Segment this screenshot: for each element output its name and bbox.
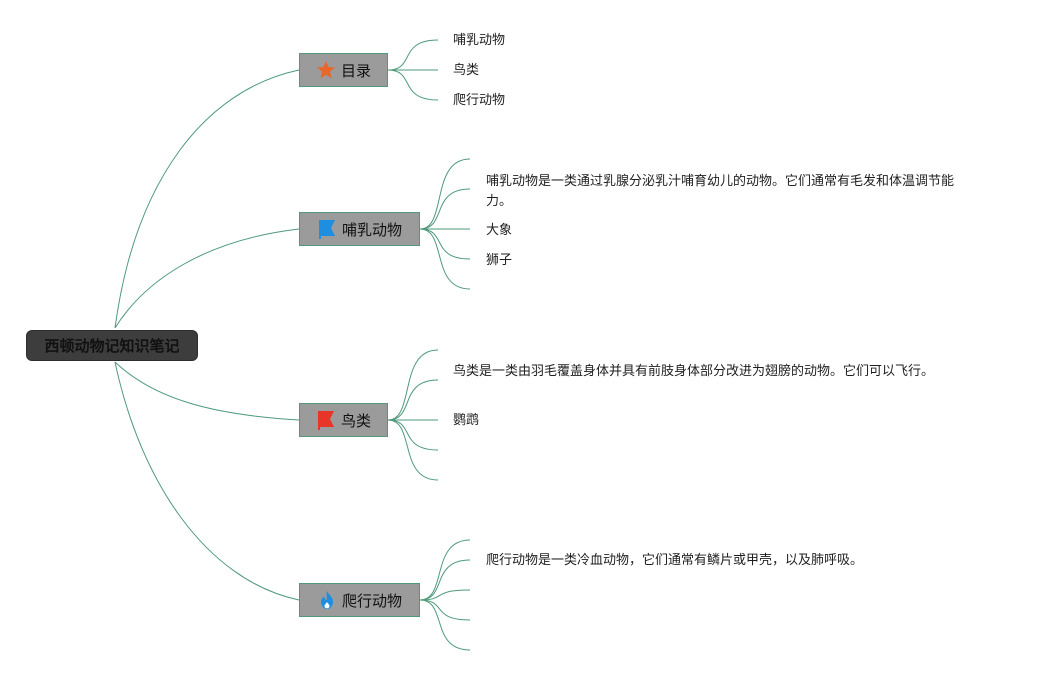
leaf-catalog-mammals[interactable]: 哺乳动物 <box>453 33 506 48</box>
leaf-mammals-elephant[interactable]: 大象 <box>486 223 513 238</box>
leaf-reptiles-description[interactable]: 爬行动物是一类冷血动物，它们通常有鳞片或甲壳，以及肺呼吸。 <box>486 553 864 568</box>
branch-catalog[interactable]: 目录 <box>299 53 388 87</box>
leaf-birds-description[interactable]: 鸟类是一类由羽毛覆盖身体并具有前肢身体部分改进为翅膀的动物。它们可以飞行。 <box>453 364 935 379</box>
leaf-link-birds-0 <box>387 349 439 421</box>
branch-mammals[interactable]: 哺乳动物 <box>299 212 420 246</box>
leaf-link-reptiles-3 <box>419 599 471 621</box>
branch-label: 爬行动物 <box>341 591 402 610</box>
leaf-link-mammals-0 <box>419 158 471 230</box>
root-link-reptiles <box>114 361 300 601</box>
leaf-link-catalog-0 <box>387 39 439 71</box>
branch-label: 鸟类 <box>340 411 371 430</box>
leaf-link-mammals-3 <box>419 228 471 260</box>
fire-icon <box>317 590 337 610</box>
leaf-link-birds-1 <box>387 379 439 421</box>
leaf-catalog-reptiles[interactable]: 爬行动物 <box>453 93 506 108</box>
leaf-link-reptiles-2 <box>419 589 471 601</box>
star-icon <box>316 60 336 80</box>
leaf-link-birds-3 <box>387 419 439 451</box>
branch-birds[interactable]: 鸟类 <box>299 403 388 437</box>
leaf-catalog-birds[interactable]: 鸟类 <box>453 63 480 78</box>
root-link-catalog <box>114 69 300 329</box>
root-topic[interactable]: 西顿动物记知识笔记 <box>26 330 198 361</box>
root-topic-label: 西顿动物记知识笔记 <box>44 337 180 355</box>
root-link-birds <box>114 361 300 421</box>
leaf-link-reptiles-0 <box>419 539 471 601</box>
root-link-mammals <box>114 228 300 329</box>
leaf-link-reptiles-4 <box>419 599 471 651</box>
leaf-birds-parrot[interactable]: 鹦鹉 <box>453 413 480 428</box>
branch-reptiles[interactable]: 爬行动物 <box>299 583 420 617</box>
leaf-link-mammals-4 <box>419 228 471 290</box>
leaf-link-catalog-2 <box>387 69 439 101</box>
leaf-link-mammals-1 <box>419 188 471 230</box>
leaf-link-birds-4 <box>387 419 439 481</box>
leaf-mammals-lion[interactable]: 狮子 <box>486 253 513 268</box>
branch-label: 目录 <box>340 61 371 80</box>
flag-icon <box>316 410 336 430</box>
leaf-link-reptiles-1 <box>419 559 471 601</box>
leaf-mammals-description[interactable]: 哺乳动物是一类通过乳腺分泌乳汁哺育幼儿的动物。它们通常有毛发和体温调节能力。 <box>486 174 955 209</box>
branch-label: 哺乳动物 <box>341 220 402 239</box>
flag-icon <box>317 219 337 239</box>
